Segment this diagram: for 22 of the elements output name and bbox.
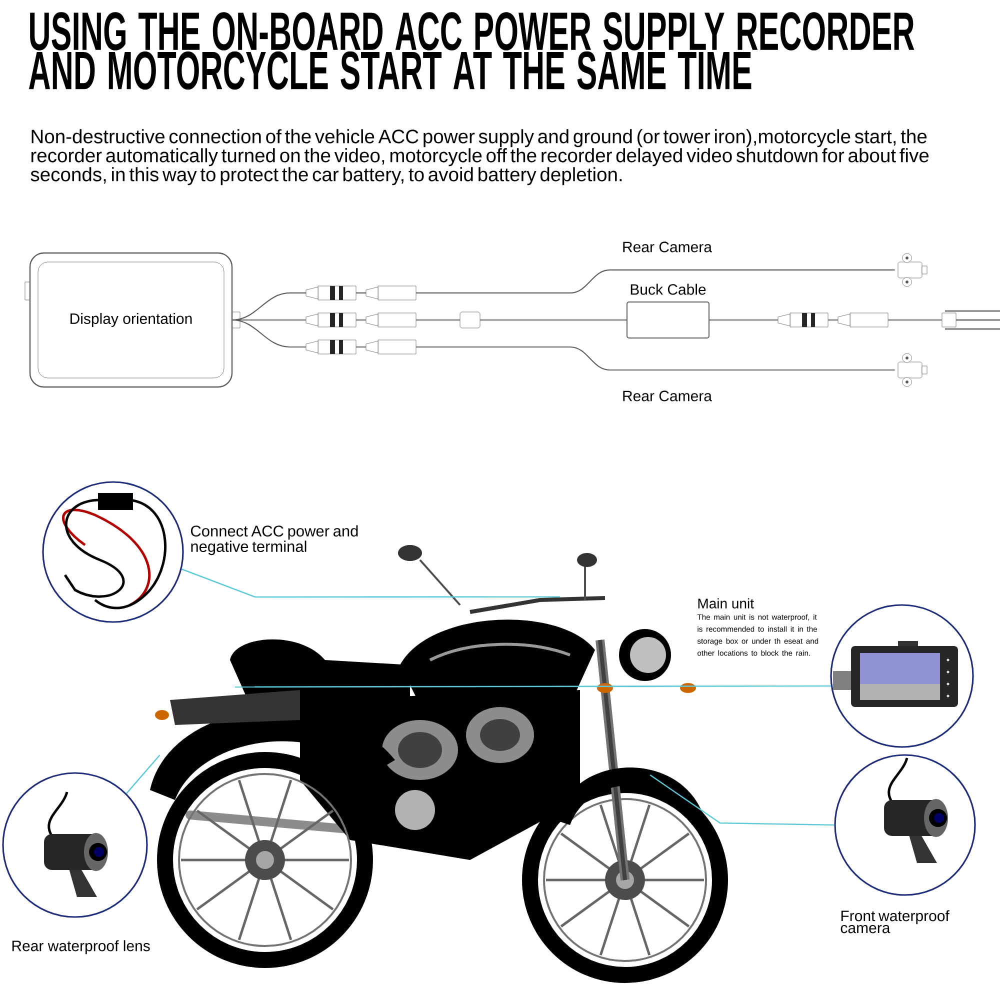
camera-connector-drawing bbox=[898, 353, 928, 387]
callout-text: Front waterproof camera bbox=[840, 910, 950, 934]
power-plug bbox=[942, 312, 956, 328]
leader-line bbox=[181, 568, 560, 598]
description-text: Non-destructive connection of the vehicle ACC power supply and ground (or tower iron),motorcycle start, the recorder automatically turned on the video, motorcycle off the recorder delayed video shutdown for about five seconds, in this way to protect the car battery, to avoid battery depletion. bbox=[30, 129, 929, 186]
leader-line bbox=[650, 774, 834, 826]
edge-label: Rear Camera bbox=[621, 240, 714, 254]
display-unit: Display orientation bbox=[24, 252, 240, 388]
buck-converter: Buck Cable bbox=[626, 284, 710, 338]
cable bbox=[232, 269, 895, 321]
cable bbox=[232, 319, 895, 371]
camera-photo bbox=[2, 772, 148, 918]
dashcam-photo bbox=[830, 604, 974, 748]
callout-text: Connect ACC power and negative terminal bbox=[191, 525, 358, 556]
leader-line bbox=[126, 754, 160, 794]
edge-label: Rear Camera bbox=[621, 390, 714, 402]
node-label: Buck Cable bbox=[630, 284, 706, 295]
callout-heading: Main unit bbox=[698, 598, 754, 608]
leader-line bbox=[234, 685, 831, 688]
callout-text: Rear waterproof lens bbox=[12, 940, 150, 954]
title: USING THE ON-BOARD ACC POWER SUPPLY RECORDER AND MOTORCYCLE START AT THE SAME TIME bbox=[28, 12, 914, 90]
camera-connector-drawing bbox=[898, 253, 928, 287]
